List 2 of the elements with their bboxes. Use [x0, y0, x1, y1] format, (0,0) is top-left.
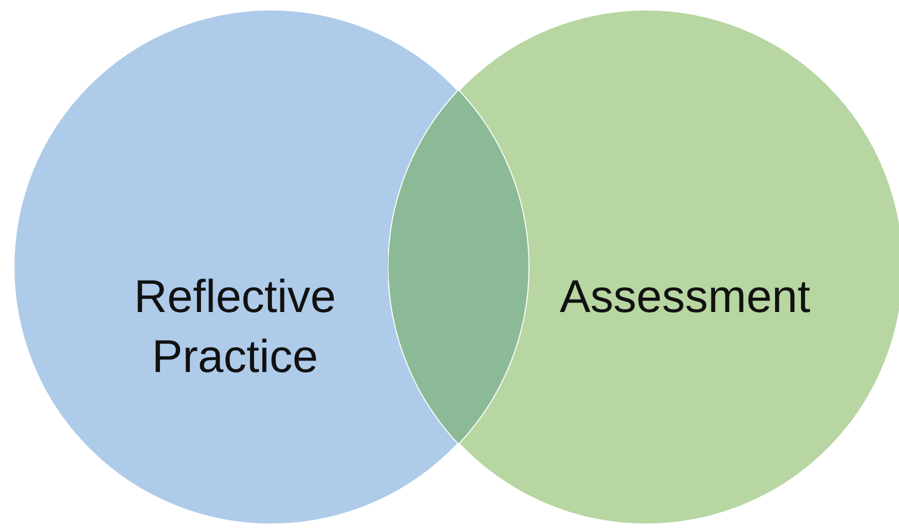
circle-label: Reflective Practice: [133, 269, 337, 384]
circle-label: Assessment: [558, 269, 812, 324]
